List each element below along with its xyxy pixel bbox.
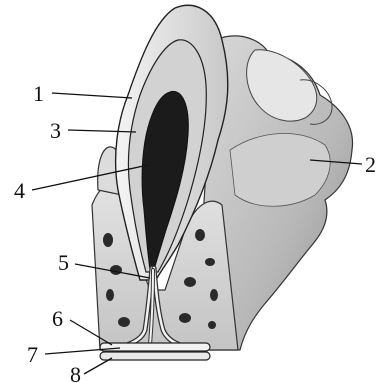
leader-line-1 — [52, 93, 132, 98]
label-3: 3 — [50, 118, 61, 143]
label-6: 6 — [52, 306, 63, 331]
leader-line-8 — [84, 358, 112, 374]
label-2: 2 — [365, 152, 376, 177]
alveolar-vessels — [100, 343, 210, 360]
label-1: 1 — [33, 81, 44, 106]
label-4: 4 — [14, 178, 25, 203]
label-8: 8 — [70, 362, 81, 383]
label-5: 5 — [58, 250, 69, 275]
label-7: 7 — [27, 342, 38, 367]
